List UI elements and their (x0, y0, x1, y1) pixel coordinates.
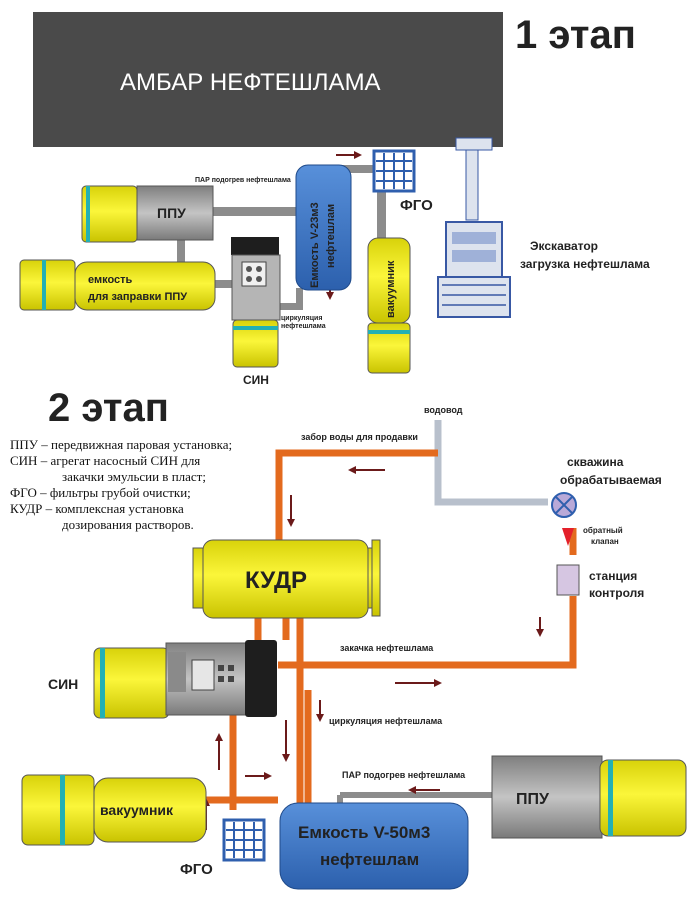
steam-label-stage2: ПАР подогрев нефтешлама (342, 770, 466, 780)
tank-v23-sub: нефтешлам (325, 204, 337, 268)
ppu-label-stage2: ППУ (516, 791, 550, 808)
steam-label-stage1: ПАР подогрев нефтешлама (195, 177, 291, 184)
well-valve (551, 492, 577, 518)
fgo-label-stage1: ФГО (400, 197, 433, 214)
legend-line-4: ФГО – фильтры грубой очистки; (10, 485, 191, 500)
vacuum-unit-stage2: вакуумник (21, 774, 207, 846)
fgo-filter-stage2 (222, 818, 266, 862)
circ-label1-stage1: циркуляция (281, 315, 322, 322)
check-valve-label2: клапан (591, 537, 619, 546)
ambar-block (33, 12, 503, 147)
fuel-tank-line2: для заправки ППУ (88, 291, 187, 303)
circ-label2-stage1: нефтешлама (281, 323, 326, 330)
station-label1: станция (589, 569, 637, 583)
tank-filter-pipe (330, 165, 380, 173)
ppu-unit-stage2: ППУ (491, 755, 687, 839)
ppu-label-stage1: ППУ (157, 205, 186, 221)
legend-line-3: закачки эмульсии в пласт; (62, 469, 206, 484)
tank-v23: Емкость V-23м3 нефтешлам (295, 164, 352, 291)
water-pipe (434, 420, 548, 506)
steam-pipe-1 (213, 207, 323, 216)
station-label2: контроля (589, 586, 644, 600)
vacuum-label-stage1: вакуумник (385, 260, 397, 318)
fuel-tank: емкость для заправки ППУ (19, 259, 216, 311)
sin-circ-pipe (275, 303, 300, 310)
fuel-link-pipe (213, 280, 243, 288)
filter-vacuum-pipe (377, 190, 386, 245)
sin-circ-pipe-v (296, 288, 303, 310)
injection-label: закачка нефтешлама (340, 643, 434, 653)
control-station (556, 564, 580, 596)
fuel-tank-line1: емкость (88, 274, 133, 286)
sin-label-stage1: СИН (243, 373, 269, 387)
kudr-label: КУДР (245, 567, 307, 594)
stage2-title: 2 этап (48, 386, 169, 430)
excavator-label1: Экскаватор (530, 239, 598, 253)
sin-label-stage2: СИН (48, 676, 78, 692)
tank-v50-title: Емкость V-50м3 (298, 823, 430, 842)
excavator-graphic (437, 137, 511, 318)
ambar-label: АМБАР НЕФТЕШЛАМА (120, 69, 381, 96)
check-valve-label1: обратный (583, 526, 623, 535)
tank-v50: Емкость V-50м3 нефтешлам (279, 802, 469, 890)
fgo-label-stage2: ФГО (180, 861, 213, 878)
water-pipe-label: водовод (424, 405, 463, 415)
legend-line-5: КУДР – комплексная установка (10, 501, 184, 516)
legend: ППУ – передвижная паровая установка; СИН… (10, 437, 280, 533)
vacuum-unit-stage1: вакуумник (367, 237, 411, 374)
well-label1: скважина (567, 455, 624, 469)
vacuum-label-stage2: вакуумник (100, 802, 174, 818)
kudr-unit: КУДР (192, 539, 381, 619)
circulation-label: циркуляция нефтешлама (329, 716, 443, 726)
ppu-link-pipe (177, 236, 185, 266)
legend-line-6: дозирования растворов. (62, 517, 194, 532)
stage1-title: 1 этап (515, 13, 636, 57)
water-intake-label: забор воды для продавки (301, 432, 418, 442)
well-label2: обрабатываемая (560, 473, 662, 487)
fgo-filter-stage1 (372, 149, 416, 193)
legend-line-2: СИН – агрегат насосный СИН для (10, 453, 201, 468)
flow-arrows-s2 (202, 466, 544, 830)
tank-v50-sub: нефтешлам (320, 850, 419, 869)
ppu-unit-stage1: ППУ (81, 185, 214, 243)
legend-line-1: ППУ – передвижная паровая установка; (10, 437, 233, 452)
tank-v23-title: Емкость V-23м3 (309, 202, 321, 288)
sin-unit-stage2 (93, 640, 277, 719)
check-valve (562, 528, 574, 546)
sin-unit-stage1 (231, 237, 281, 368)
excavator-label2: загрузка нефтешлама (520, 257, 650, 271)
